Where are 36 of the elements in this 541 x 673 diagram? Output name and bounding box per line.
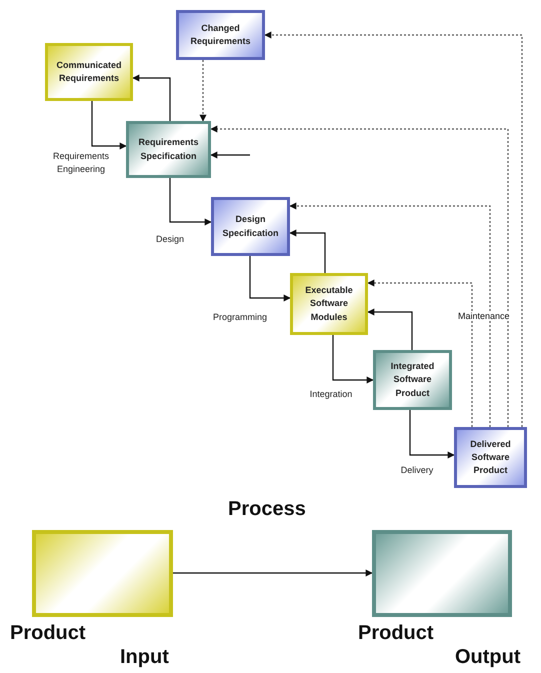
process-box (454, 427, 527, 488)
process-box (373, 350, 452, 410)
arrow (332, 335, 374, 384)
arrow (249, 256, 291, 302)
arrow (173, 570, 373, 576)
arrow (367, 308, 413, 350)
arrow (210, 126, 509, 427)
arrow (264, 32, 523, 427)
arrow (289, 202, 491, 427)
arrow (132, 74, 171, 121)
arrow (409, 410, 455, 458)
product-box (32, 530, 173, 617)
box-label: Communicated Requirements (55, 58, 122, 85)
box-label: Requirements Specification (137, 136, 200, 163)
product-box (372, 530, 512, 617)
process-box (211, 197, 290, 256)
arrow (91, 101, 127, 150)
process-box (290, 273, 368, 335)
arrow (200, 60, 206, 122)
process-box (126, 121, 211, 178)
arrow (367, 280, 473, 427)
box-label: Changed Requirements (189, 22, 252, 48)
box-caption: Product (10, 622, 86, 645)
arrow (169, 178, 212, 226)
box-label: Design Specification (221, 213, 280, 240)
process-box (176, 10, 265, 60)
box-caption: Output (455, 646, 521, 669)
box-caption: Product (358, 622, 434, 645)
box-label: Executable Software Modules (304, 284, 354, 324)
arrow (289, 230, 326, 273)
box-label: Integrated Software Product (390, 360, 436, 400)
process-box (45, 43, 133, 101)
box-caption: Input (120, 646, 169, 669)
box-label: Delivered Software Product (469, 438, 512, 478)
arrow (210, 152, 250, 158)
note-label: Maintenance (458, 311, 510, 321)
